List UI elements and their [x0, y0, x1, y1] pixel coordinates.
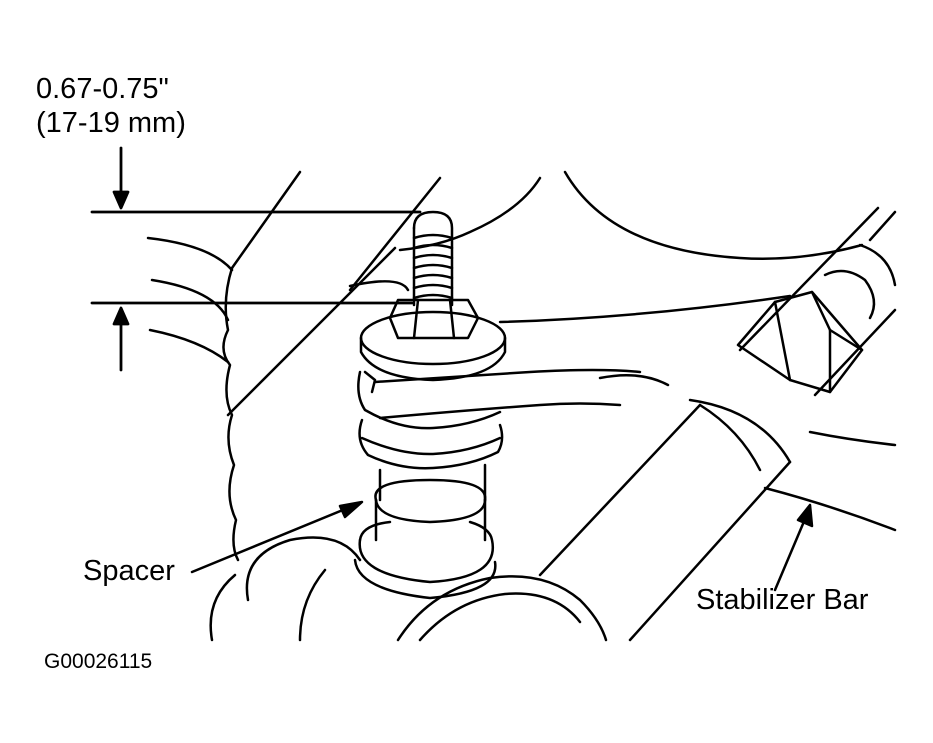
background-structure	[146, 170, 897, 642]
stabilizer-bar-label: Stabilizer Bar	[696, 584, 869, 616]
figure-code-label: G00026115	[44, 650, 153, 673]
stud-assembly	[353, 210, 507, 600]
spacer-label: Spacer	[83, 555, 175, 587]
stabilizer-bar	[538, 206, 897, 642]
dimension-inches-label: 0.67-0.75"	[36, 73, 169, 105]
link-arm	[373, 368, 642, 420]
label-leaders	[190, 500, 814, 592]
dimension-mm-label: (17-19 mm)	[36, 107, 186, 139]
dimension-callout	[90, 146, 422, 372]
